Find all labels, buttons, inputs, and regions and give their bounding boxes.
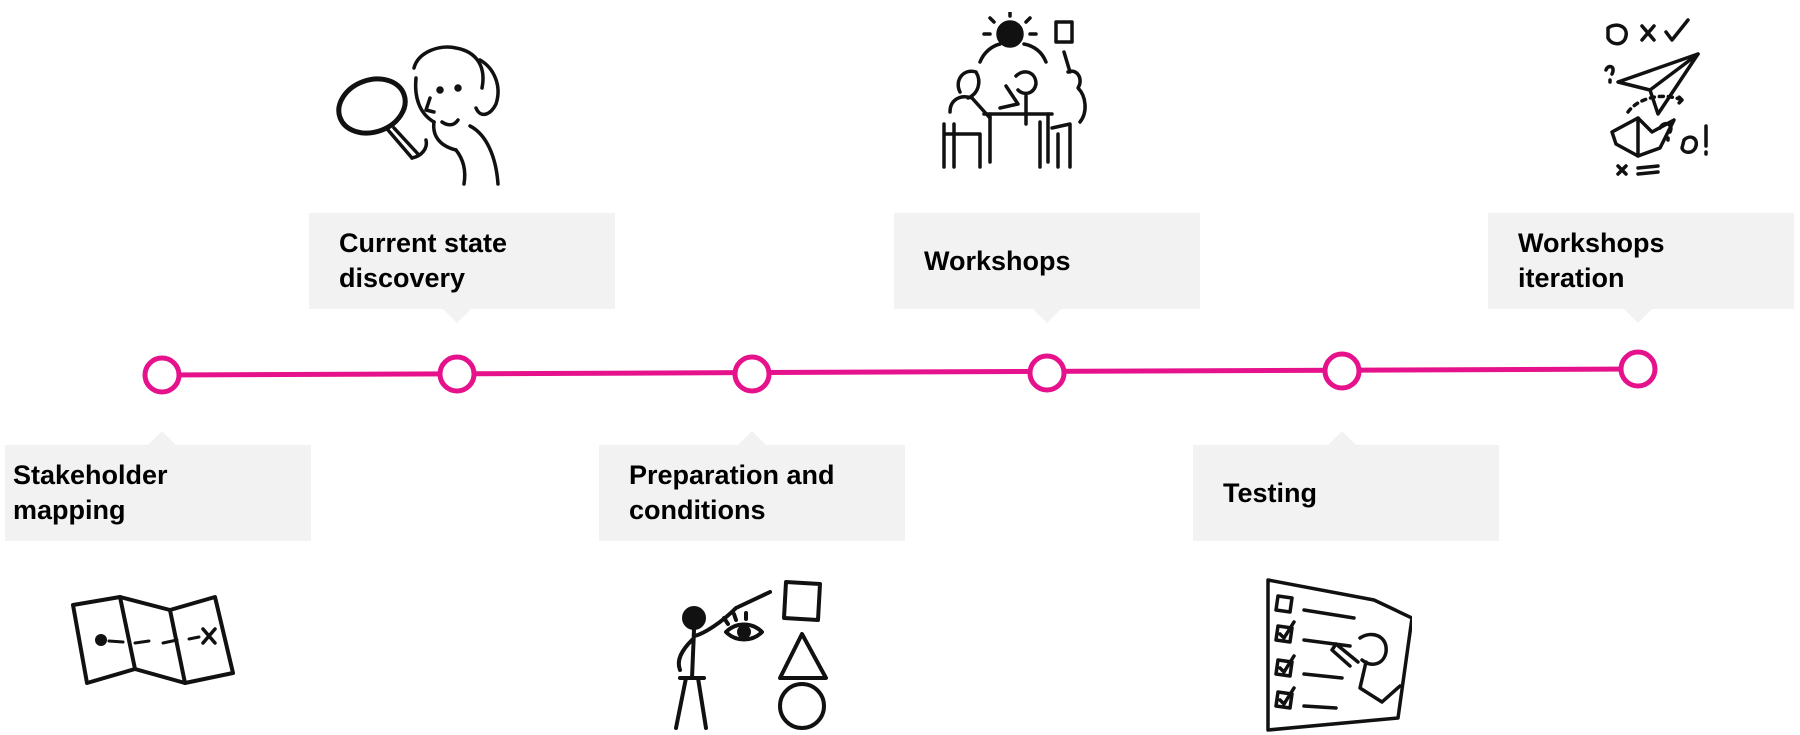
step-label-box: Workshops (894, 213, 1200, 309)
step-label-box: Workshops iteration (1488, 213, 1794, 309)
presenter-shapes-icon (658, 578, 833, 735)
callout-pointer (1624, 309, 1652, 323)
milestone-node (1027, 353, 1067, 393)
step-label: Testing (1223, 477, 1317, 508)
step-label-box: Preparation and conditions (599, 445, 905, 541)
milestone-node (142, 355, 182, 395)
team-meeting-icon (920, 12, 1100, 177)
callout-pointer (1033, 309, 1061, 323)
callout-pointer (148, 431, 176, 445)
magnifying-glass-icon (330, 38, 510, 188)
step-label-box: Current state discovery (309, 213, 615, 309)
callout-pointer (738, 431, 766, 445)
callout-pointer (1328, 431, 1356, 445)
milestone-node (437, 354, 477, 394)
milestone-node (1618, 349, 1658, 389)
step-label-box: Testing (1193, 445, 1499, 541)
step-label-box: Stakeholder mapping (5, 445, 311, 541)
milestone-node (1322, 351, 1362, 391)
step-label: Workshops iteration (1518, 228, 1665, 293)
map-icon (65, 585, 245, 695)
step-label: Workshops (924, 245, 1071, 276)
step-label: Current state discovery (339, 228, 508, 293)
callout-pointer (443, 309, 471, 323)
milestone-node (732, 354, 772, 394)
paper-plane-icon (1598, 8, 1718, 180)
checklist-icon (1262, 578, 1412, 735)
step-label: Preparation and conditions (629, 460, 835, 525)
step-label: Stakeholder mapping (13, 460, 168, 525)
